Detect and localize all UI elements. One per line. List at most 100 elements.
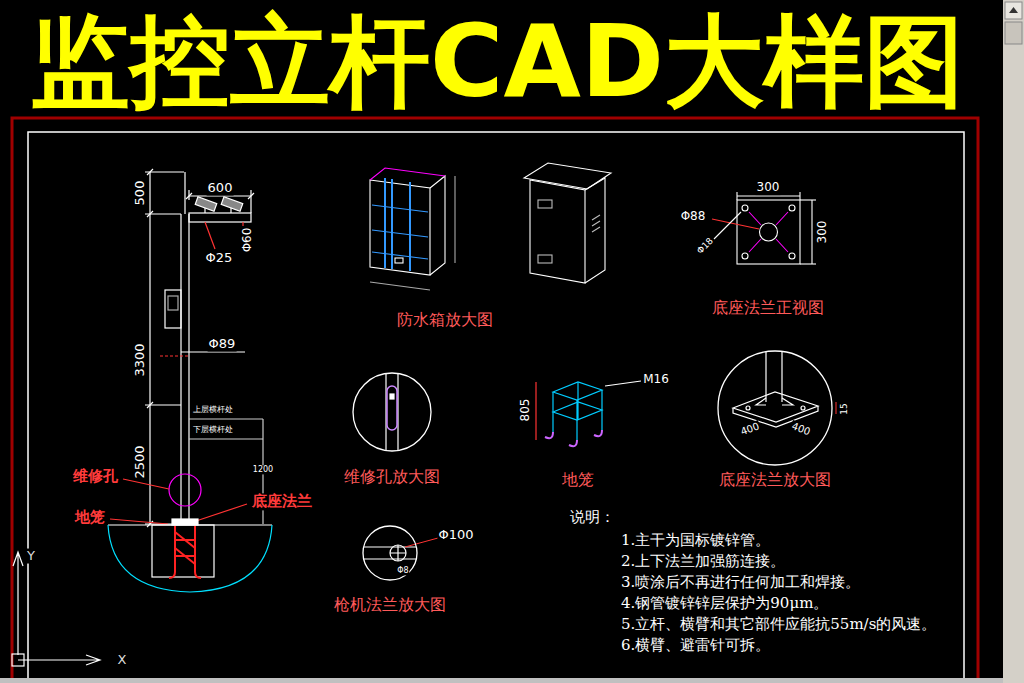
ucs-icon — [12, 552, 100, 666]
dimension: Φ100 — [437, 528, 474, 543]
scrollbar-part — [1005, 2, 1022, 19]
detail-circle-outline — [716, 350, 834, 468]
flange-front-view-part — [800, 199, 816, 200]
camera-flange-detail-part — [360, 546, 420, 547]
camera-flange-leader-part — [405, 538, 438, 547]
detail-circle: 枪机法兰放大图 — [332, 525, 448, 614]
part-callout: 维修孔 — [72, 468, 119, 485]
waterproof-box-frame — [370, 168, 455, 290]
detail-circle-line — [353, 373, 431, 451]
pole-elevation-part — [152, 525, 214, 577]
notes-heading: 说明： — [569, 509, 616, 526]
flange-detail-dims-part — [836, 402, 837, 414]
pole-elevation-part — [196, 504, 247, 521]
note-line: 1.主干为国标镀锌管。 — [620, 532, 771, 549]
drawing-frame-part — [12, 118, 978, 683]
level-note: 上层横杆处 — [192, 405, 234, 414]
flange-front-view-part — [736, 192, 737, 200]
pole-elevation-part — [149, 172, 150, 524]
waterproof-box-frame-part — [395, 258, 403, 263]
waterproof-box-part — [524, 163, 611, 189]
pole-elevation — [108, 169, 272, 592]
flange-detail-dims — [836, 402, 837, 414]
waterproof-box-part — [538, 200, 552, 208]
waterproof-box-frame-part — [454, 176, 455, 263]
dimension: 300 — [756, 181, 781, 195]
ground-cage-detail — [536, 381, 641, 446]
pole-elevation-part — [189, 438, 263, 439]
pole-elevation-part — [205, 222, 215, 249]
hole-detail — [386, 370, 398, 455]
dimension: Φ8 — [396, 566, 409, 575]
pole-elevation-part — [242, 222, 243, 226]
pole-elevation-part — [172, 519, 198, 525]
view-caption: 防水箱放大图 — [396, 311, 494, 329]
camera-flange-detail-part — [360, 558, 420, 559]
note-line: 4.钢管镀锌锌层保护为90μm。 — [620, 595, 829, 612]
detail-circle-outline — [342, 372, 442, 454]
ucs-icon-part — [12, 654, 24, 666]
pole-elevation-part — [147, 169, 153, 527]
flange-front-view-part — [737, 195, 800, 196]
dimension: 600 — [207, 181, 234, 196]
pole-elevation-part — [230, 208, 231, 213]
waterproof-box-frame-part — [370, 282, 430, 290]
waterproof-box — [524, 163, 611, 283]
part-callout: 地笼 — [74, 509, 106, 526]
dimension: 400 — [738, 420, 762, 438]
ground-cage-detail-part — [545, 430, 602, 446]
flange-front-view — [712, 192, 816, 264]
detail-circle: 底座法兰放大图 — [716, 350, 834, 489]
flange-detail-part — [801, 406, 805, 410]
dimension: Φ88 — [680, 210, 707, 224]
flange-front-view-part — [799, 192, 800, 200]
status-strip-part — [0, 678, 1003, 683]
detail-circle: 维修孔放大图 — [342, 372, 442, 486]
dimension: 2500 — [133, 444, 148, 479]
pole-elevation-part — [181, 351, 245, 352]
waterproof-box-frame-part — [372, 205, 428, 259]
pole-elevation-part — [189, 418, 263, 419]
dimension: 3300 — [133, 342, 148, 377]
scrollbar-part — [1005, 22, 1022, 44]
status-strip — [0, 678, 1003, 683]
note-line: 6.横臂、避雷针可拆。 — [620, 637, 771, 654]
camera-flange-leader — [405, 538, 438, 547]
bolt-size: M16 — [642, 373, 670, 387]
level-note: 下层横杆处 — [192, 425, 234, 434]
pole-elevation-part — [168, 296, 178, 310]
scrollbar-part — [1009, 7, 1018, 13]
flange-front-view-part — [737, 200, 800, 264]
detail-caption: 维修孔放大图 — [344, 468, 440, 486]
pole-elevation-part — [184, 172, 185, 214]
pole-elevation-part — [160, 355, 189, 356]
dimension: Φ60 — [241, 227, 255, 254]
hole-detail-part — [390, 394, 394, 399]
note-line: 3.喷涂后不再进行任何加工和焊接。 — [620, 574, 861, 591]
pole-elevation-part — [123, 479, 169, 489]
flange-detail-part — [746, 406, 750, 410]
ground-cage-detail-part — [553, 382, 602, 440]
pole-elevation-part — [250, 190, 251, 213]
pole-elevation-part — [221, 197, 243, 211]
note-line: 5.立杆、横臂和其它部件应能抗55m/s的风速。 — [620, 616, 937, 633]
detail-caption: 枪机法兰放大图 — [334, 596, 446, 614]
waterproof-box-part — [592, 215, 600, 232]
drawing-frame — [12, 118, 978, 683]
flange-front-view-part — [742, 253, 748, 259]
flange-front-view-part — [749, 212, 788, 252]
waterproof-box-part — [585, 178, 605, 283]
detail-circle-line — [363, 526, 417, 580]
waterproof-box-frame-part — [385, 178, 410, 271]
dimension: 1200 — [252, 465, 274, 474]
note-line: 2.上下法兰加强筋连接。 — [620, 553, 786, 570]
flange-front-view-part — [800, 263, 816, 264]
pole-elevation-part — [169, 526, 201, 578]
pole-elevation-part — [195, 197, 217, 211]
flange-front-view-part — [742, 205, 748, 211]
camera-flange-detail-part — [390, 545, 406, 561]
flange-front-view-part — [760, 223, 778, 241]
detail-circle-outline — [332, 525, 448, 583]
flange-detail-part — [765, 348, 766, 402]
